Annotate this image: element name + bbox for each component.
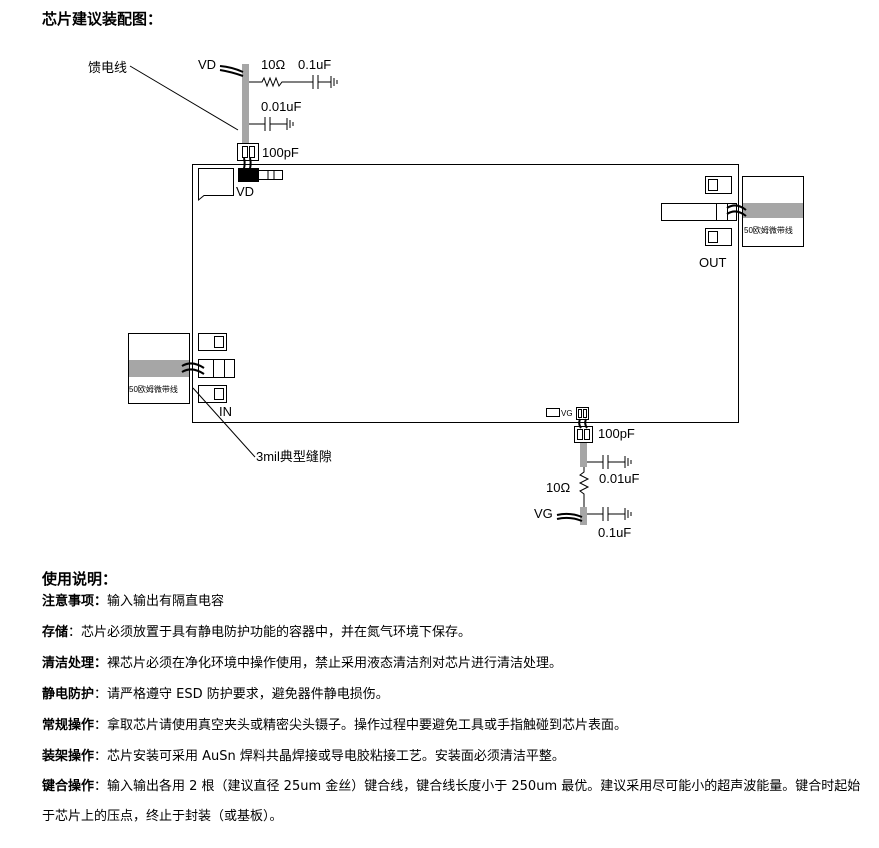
cap-bottom-0.01uF [587, 455, 632, 469]
note-title: 静电防护 [42, 687, 95, 702]
usage-notes: 注意事项：输入输出有隔直电容 存储：芯片必须放置于具有静电防护功能的容器中，并在… [42, 594, 872, 848]
vg-pad [546, 408, 560, 417]
note-title: 键合操作 [42, 779, 95, 794]
cap-top-100pF [237, 143, 259, 161]
chip-outline [192, 164, 739, 423]
out-pad-top [705, 176, 732, 194]
in-label: IN [219, 404, 232, 419]
c-top1-label: 0.1uF [298, 57, 331, 72]
vg-label: VG [534, 506, 553, 521]
c-top2-label: 0.01uF [261, 99, 302, 114]
feed-line-top [242, 64, 249, 144]
vd-pad [238, 168, 259, 182]
note-item: 键合操作：输入输出各用 2 根（建议直径 25um 金丝）键合线，键合线长度小于… [42, 772, 872, 832]
out-rf-pad [661, 203, 737, 221]
resistor-bottom [578, 467, 590, 507]
note-text: 输入输出有隔直电容 [107, 594, 225, 609]
out-pad-bottom [705, 228, 732, 246]
microstrip-right-label: 50欧姆微带线 [744, 225, 793, 235]
cap-bottom-100pF [574, 426, 593, 443]
usage-heading: 使用说明： [42, 570, 118, 588]
c-bot3-label: 0.1uF [598, 525, 631, 540]
feedline-label: 馈电线 [88, 60, 127, 75]
microstrip-left-label: 50欧姆微带线 [129, 384, 178, 394]
note-item: 常规操作：拿取芯片请使用真空夹头或精密尖头镊子。操作过程中要避免工具或手指触碰到… [42, 718, 872, 733]
in-pad-top [198, 333, 227, 351]
feed-line-bottom [580, 443, 587, 467]
vg-bond-wires [556, 512, 583, 522]
r-bot-label: 10Ω [546, 480, 570, 495]
c-bot1-label: 100pF [598, 426, 635, 441]
assembly-diagram: 馈电线 VD 10Ω 0.1uF 0.01uF 100pF VD OUT 50欧… [88, 57, 804, 540]
note-title: 清洁处理： [42, 656, 108, 671]
note-item: 注意事项：输入输出有隔直电容 [42, 594, 872, 609]
note-title: 常规操作 [42, 718, 95, 733]
note-item: 清洁处理：裸芯片必须在净化环境中操作使用，禁止采用液态清洁剂对芯片进行清洁处理。 [42, 656, 872, 671]
vd-bond-wires [219, 65, 244, 77]
c-bot2-label: 0.01uF [599, 471, 640, 486]
cap-top-0.1uF [294, 75, 338, 89]
chip-corner-component [198, 168, 234, 202]
note-item: 存储：芯片必须放置于具有静电防护功能的容器中，并在氮气环境下保存。 [42, 625, 872, 640]
note-text: ：芯片必须放置于具有静电防护功能的容器中，并在氮气环境下保存。 [68, 625, 472, 640]
note-text: 裸芯片必须在净化环境中操作使用，禁止采用液态清洁剂对芯片进行清洁处理。 [107, 656, 563, 671]
note-title: 注意事项： [42, 594, 108, 609]
note-item: 静电防护：请严格遵守 ESD 防护要求，避免器件静电损伤。 [42, 687, 872, 702]
note-item: 装架操作：芯片安装可采用 AuSn 焊料共晶焊接或导电胶粘接工艺。安装面必须清洁… [42, 749, 872, 764]
note-title: 装架操作 [42, 749, 95, 764]
resistor-top [249, 76, 294, 88]
gap-leader [192, 387, 256, 458]
cap-top-0.01uF [249, 117, 294, 131]
note-text: ：拿取芯片请使用真空夹头或精密尖头镊子。操作过程中要避免工具或手指触碰到芯片表面… [94, 718, 628, 733]
vg-pad-label: VG [561, 409, 573, 418]
vd-pad-label: VD [236, 184, 254, 199]
microstrip-right [742, 176, 804, 247]
note-text: ：芯片安装可采用 AuSn 焊料共晶焊接或导电胶粘接工艺。安装面必须清洁平整。 [94, 749, 565, 764]
note-text: ：输入输出各用 2 根（建议直径 25um 金丝）键合线，键合线长度小于 250… [42, 779, 861, 824]
note-text: ：请严格遵守 ESD 防护要求，避免器件静电损伤。 [94, 687, 389, 702]
c-top3-label: 100pF [262, 145, 299, 160]
out-bond-wires [726, 204, 747, 217]
feedline-leader [129, 65, 239, 131]
out-label: OUT [699, 255, 727, 270]
in-bond-wires [181, 362, 205, 375]
r-top-label: 10Ω [261, 57, 285, 72]
vd-top-label: VD [198, 57, 216, 72]
gap-label: 3mil典型缝隙 [256, 449, 332, 464]
cap-bottom-0.1uF [587, 507, 632, 521]
note-title: 存储 [42, 625, 69, 640]
assembly-heading: 芯片建议装配图： [42, 10, 163, 28]
in-rf-pad [198, 359, 235, 378]
